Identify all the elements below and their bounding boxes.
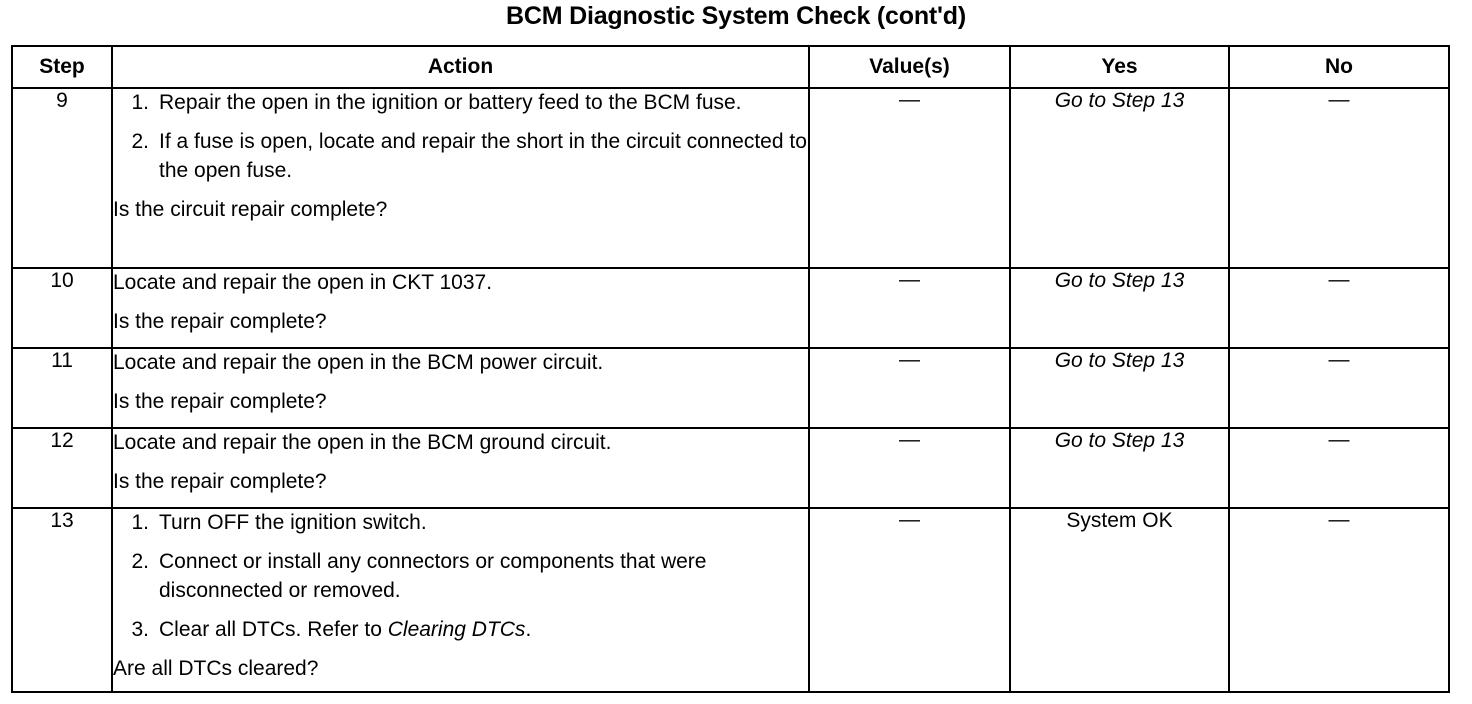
table-row: 10 Locate and repair the open in CKT 103… [11,267,1450,349]
yes-action-text: Go to Step 13 [1054,269,1185,292]
bcm-diagnostic-table: Step Action Value(s) Yes No 9 1. Repair t… [11,45,1450,693]
list-item-number: 3. [131,617,149,641]
dash-mark: — [1328,508,1350,531]
no-cell: — [1228,267,1450,349]
value-cell: — [808,347,1011,429]
step-number-cell: 10 [11,267,113,349]
list-item: 1. Turn OFF the ignition switch. [113,509,808,538]
dash-mark: — [1328,268,1350,291]
no-cell: — [1228,347,1450,429]
action-numbered-list: 1. Repair the open in the ignition or bat… [113,89,808,186]
action-question: Are all DTCs cleared? [113,656,319,680]
yes-action-text: System OK [1066,509,1173,532]
dash-mark: — [899,268,920,291]
action-cell: Locate and repair the open in the BCM gr… [111,427,810,509]
action-cell: Locate and repair the open in the BCM po… [111,347,810,429]
list-item-number: 2. [131,549,149,573]
dash-mark: — [1328,428,1350,451]
list-item-number: 2. [131,129,149,153]
yes-cell: Go to Step 13 [1009,347,1230,429]
list-item-text: Repair the open in the ignition or batte… [159,91,742,114]
list-item: 3. Clear all DTCs. Refer to Clearing DTCs… [113,616,808,645]
table-header-row: Step Action Value(s) Yes No [11,45,1450,89]
list-item-text-post: . [525,617,532,641]
step-number-cell: 9 [11,87,113,269]
action-cell: Locate and repair the open in CKT 1037. … [111,267,810,349]
dash-mark: — [1328,348,1350,371]
value-cell: — [808,427,1011,509]
action-cell: 1. Turn OFF the ignition switch. 2. Connec… [111,507,810,693]
action-numbered-list: 1. Turn OFF the ignition switch. 2. Connec… [113,509,808,645]
action-statement: Locate and repair the open in the BCM gr… [113,431,612,454]
dash-mark: — [899,348,920,371]
yes-action-text: Go to Step 13 [1054,429,1185,452]
yes-cell: Go to Step 13 [1009,267,1230,349]
action-question: Is the repair complete? [113,469,327,493]
step-number-cell: 13 [11,507,113,693]
list-item-text: Turn OFF the ignition switch. [159,511,427,534]
table-row: 12 Locate and repair the open in the BCM… [11,427,1450,509]
step-number-cell: 12 [11,427,113,509]
value-cell: — [808,267,1011,349]
list-item: 2. If a fuse is open, locate and repair t… [113,128,808,186]
column-header-no: No [1228,45,1450,89]
table-row: 9 1. Repair the open in the ignition or b… [11,87,1450,269]
action-statement: Locate and repair the open in the BCM po… [113,351,604,374]
dash-mark: — [1328,88,1350,111]
yes-action-text: Go to Step 13 [1054,349,1185,372]
table-row: 11 Locate and repair the open in the BCM… [11,347,1450,429]
list-item: 2. Connect or install any connectors or c… [113,548,808,606]
action-cell: 1. Repair the open in the ignition or bat… [111,87,810,269]
list-item: 1. Repair the open in the ignition or bat… [113,89,808,118]
yes-cell: Go to Step 13 [1009,87,1230,269]
action-question: Is the repair complete? [113,389,327,413]
list-item-text-pre: Clear all DTCs. Refer to [159,617,388,641]
yes-action-text: Go to Step 13 [1054,89,1185,112]
list-item-text-emphasis: Clearing DTCs [387,617,526,641]
value-cell: — [808,87,1011,269]
list-item-number: 1. [131,91,149,114]
value-cell: — [808,507,1011,693]
column-header-value: Value(s) [808,45,1011,89]
dash-mark: — [899,508,920,531]
column-header-action: Action [111,45,810,89]
step-number-cell: 11 [11,347,113,429]
no-cell: — [1228,427,1450,509]
dash-mark: — [899,88,920,111]
no-cell: — [1228,87,1450,269]
list-item-text: If a fuse is open, locate and repair the… [159,129,807,182]
page-title: BCM Diagnostic System Check (cont'd) [506,2,966,30]
action-question: Is the repair complete? [113,309,327,333]
table-row: 13 1. Turn OFF the ignition switch. 2. Con… [11,507,1450,693]
yes-cell: System OK [1009,507,1230,693]
action-question: Is the circuit repair complete? [113,197,388,221]
dash-mark: — [899,428,920,451]
column-header-step: Step [11,45,113,89]
list-item-number: 1. [131,511,149,534]
action-statement: Locate and repair the open in CKT 1037. [113,271,493,294]
no-cell: — [1228,507,1450,693]
list-item-text: Connect or install any connectors or com… [159,549,707,602]
column-header-yes: Yes [1009,45,1230,89]
yes-cell: Go to Step 13 [1009,427,1230,509]
